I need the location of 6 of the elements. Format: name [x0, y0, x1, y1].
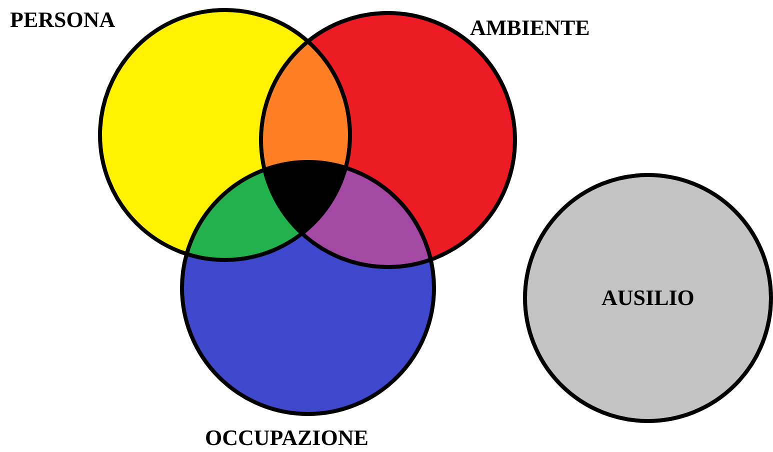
venn-circle [8, 6, 352, 264]
circle-label: PERSONA [10, 8, 116, 32]
circle-label: AUSILIO [602, 286, 694, 310]
circle-label: AMBIENTE [470, 16, 590, 40]
venn-circle [521, 171, 773, 425]
circle-label: OCCUPAZIONE [205, 426, 368, 450]
